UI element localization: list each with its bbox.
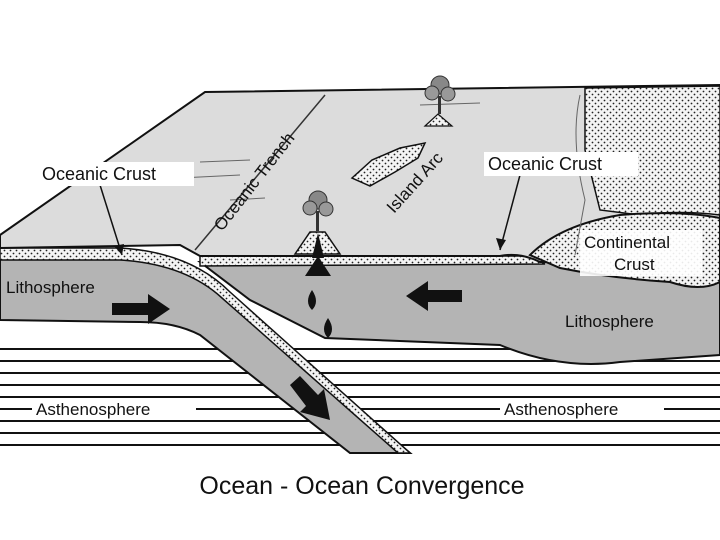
label-bg-asthenosphere-left (32, 398, 196, 420)
surface-contour-lines (179, 94, 586, 256)
label-continental-crust-line1: Continental (584, 233, 670, 252)
label-asthenosphere-right: Asthenosphere (504, 400, 618, 419)
label-lithosphere-right: Lithosphere (565, 312, 654, 331)
label-continental-crust-line2: Crust (614, 255, 655, 274)
volcano-icon (293, 231, 342, 276)
right-oceanic-crust (199, 255, 546, 267)
diagram-caption: Ocean - Ocean Convergence (199, 472, 524, 500)
label-bg-oceanic-crust-left (38, 162, 194, 186)
small-island (423, 113, 454, 127)
arrow-icon (112, 281, 462, 420)
magma-droplet-icon (308, 290, 332, 338)
label-oceanic-crust-right: Oceanic Crust (488, 154, 602, 174)
label-bg-asthenosphere-right (500, 398, 664, 420)
continental-crust-surface (584, 85, 720, 216)
pointer-line-right (499, 174, 521, 251)
label-bg-oceanic-crust-right (484, 152, 638, 176)
label-lithosphere-left: Lithosphere (6, 278, 95, 297)
overriding-lithosphere (197, 261, 720, 365)
pointer-arrowhead-left (114, 244, 124, 255)
pointer-line-left (99, 184, 123, 256)
trench-line (194, 94, 326, 251)
label-asthenosphere-left: Asthenosphere (36, 400, 150, 419)
label-oceanic-crust-left: Oceanic Crust (42, 164, 156, 184)
island-arc-ridge (350, 141, 427, 187)
tree-icon (302, 190, 334, 231)
subducting-oceanic-crust (0, 247, 412, 454)
tree-icon (424, 75, 456, 114)
pointer-arrowhead-right (496, 238, 506, 250)
label-bg-continental (580, 230, 702, 276)
